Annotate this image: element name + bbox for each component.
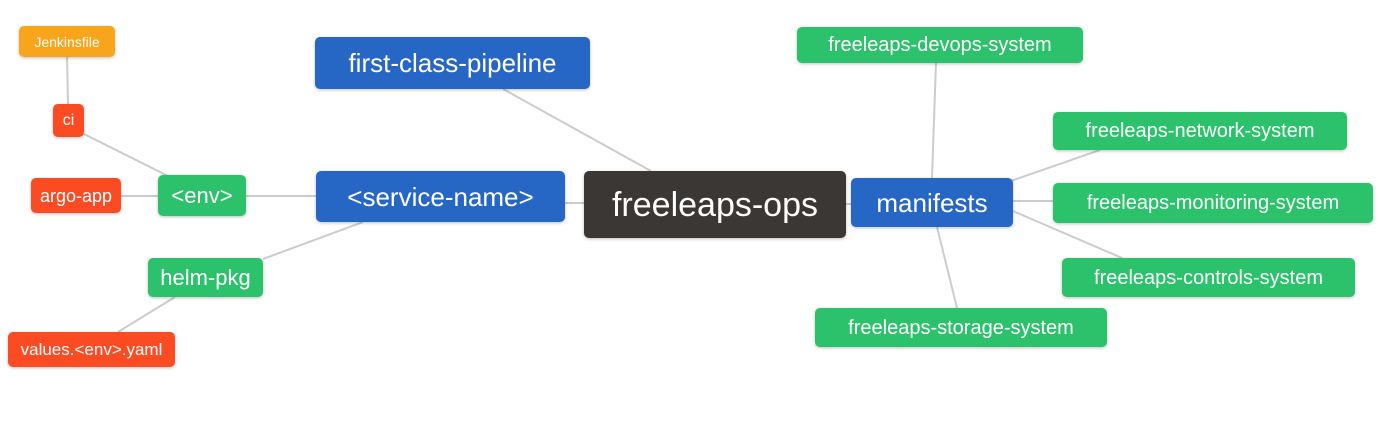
edge-manifests--freeleaps-storage-system — [936, 226, 958, 309]
node-freeleaps-network-system[interactable]: freeleaps-network-system — [1053, 112, 1347, 150]
node-values-env-yaml[interactable]: values.<env>.yaml — [8, 332, 175, 367]
node-jenkinsfile[interactable]: Jenkinsfile — [19, 26, 115, 57]
node-freeleaps-storage-system[interactable]: freeleaps-storage-system — [815, 308, 1107, 347]
edge-helm-pkg--values-env-yaml — [117, 296, 176, 333]
node-env[interactable]: <env> — [158, 175, 246, 216]
node-first-class-pipeline[interactable]: first-class-pipeline — [315, 37, 590, 89]
edge-manifests--freeleaps-controls-system — [1012, 210, 1123, 259]
edge-freeleaps-devops-system--manifests — [931, 62, 937, 179]
node-helm-pkg[interactable]: helm-pkg — [148, 258, 263, 297]
node-freeleaps-controls-system[interactable]: freeleaps-controls-system — [1062, 258, 1355, 297]
node-freeleaps-ops[interactable]: freeleaps-ops — [584, 171, 846, 238]
node-argo-app[interactable]: argo-app — [31, 178, 121, 213]
edge-manifests--freeleaps-network-system — [1007, 149, 1101, 183]
edge-ci--env — [83, 133, 169, 177]
edge-jenkinsfile--ci — [66, 56, 69, 105]
node-service-name[interactable]: <service-name> — [316, 171, 565, 222]
node-freeleaps-devops-system[interactable]: freeleaps-devops-system — [797, 27, 1083, 63]
node-freeleaps-monitoring-system[interactable]: freeleaps-monitoring-system — [1053, 183, 1373, 223]
node-manifests[interactable]: manifests — [851, 178, 1013, 227]
edge-first-class-pipeline--freeleaps-ops — [502, 88, 652, 172]
node-ci[interactable]: ci — [53, 104, 84, 137]
edge-service-name--helm-pkg — [262, 221, 364, 260]
